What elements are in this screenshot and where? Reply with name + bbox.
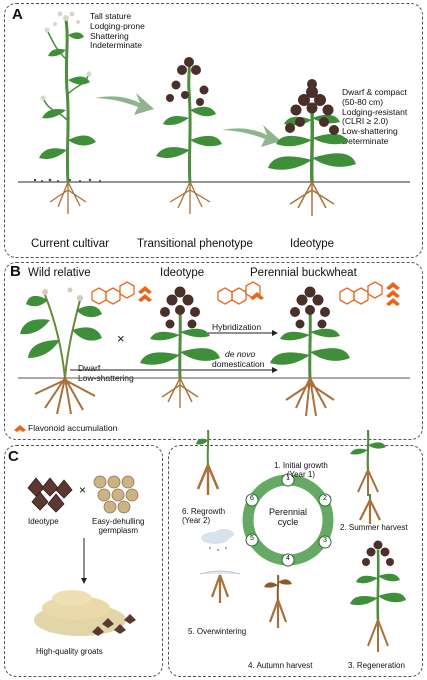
groats-pile — [34, 590, 136, 636]
legend-chevron-icon — [14, 425, 26, 432]
ideotype-seeds — [27, 477, 73, 513]
caption-ideotype-a: Ideotype — [289, 238, 335, 250]
panel-c — [4, 445, 163, 677]
cycle-plant-initial — [350, 429, 386, 496]
cycle-step-1: 1 — [286, 475, 290, 482]
legend-flavonoid-label: Flavonoid accumulation — [28, 423, 118, 433]
cycle-step-4: 4 — [286, 555, 290, 562]
dwarf-label: Dwarf — [78, 363, 101, 373]
ideotype-traits: Dwarf & compact (50-80 cm) Lodging-resis… — [342, 87, 408, 146]
flavonoid-molecule-icon — [217, 281, 261, 305]
cycle-plant-regrowth — [196, 429, 220, 495]
cycle-plant-summer — [359, 494, 381, 524]
wild-relative-plant — [20, 287, 102, 415]
cycle-step-5-label: 5. Overwintering — [188, 627, 247, 636]
cycle-step-5: 5 — [250, 535, 254, 542]
ideotype-plant-b — [140, 286, 220, 408]
flavonoid-molecule-icon — [91, 281, 135, 305]
easy-dehulling-seeds — [93, 475, 139, 514]
perennial-plant-b — [270, 286, 350, 417]
transitional-plant — [156, 57, 222, 214]
cycle-plant-autumn — [264, 574, 292, 628]
flavonoid-chevron-icon — [386, 282, 400, 306]
title-wild-relative: Wild relative — [28, 267, 91, 279]
cycle-step-2-label: 2. Summer harvest — [340, 523, 408, 532]
panel-a-tag: A — [12, 6, 23, 23]
cross-symbol-b: × — [117, 331, 125, 346]
arrow-a1 — [95, 93, 154, 115]
domestication-label: domestication — [212, 359, 265, 369]
caption-current-cultivar: Current cultivar — [31, 238, 109, 250]
cycle-plant-regeneration — [350, 540, 406, 652]
groats-label: High-quality groats — [36, 647, 103, 656]
cycle-step-6: 6 — [250, 495, 254, 502]
cycle-step-2: 2 — [323, 495, 327, 502]
flavonoid-chevron-icon — [250, 292, 264, 300]
current-cultivar-plant — [39, 11, 96, 214]
de-novo-label: de novo — [225, 349, 256, 359]
title-perennial: Perennial buckwheat — [250, 267, 357, 279]
caption-transitional: Transitional phenotype — [137, 238, 253, 250]
panel-c-tag: C — [8, 448, 19, 465]
hybridization-label: Hybridization — [212, 322, 262, 332]
ideotype-plant-a — [268, 79, 356, 216]
panel-a-illustration — [18, 11, 410, 216]
cycle-step-6-label: 6. Regrowth (Year 2) — [182, 507, 226, 525]
panel-c-ideotype: Ideotype — [28, 517, 59, 526]
cycle-plant-overwintering — [199, 529, 241, 603]
cycle-step-3-label: 3. Regeneration — [348, 661, 405, 670]
panel-c-cross: × — [79, 483, 87, 497]
cultivar-traits: Tall stature Lodging-prone Shattering In… — [90, 11, 145, 51]
easy-dehulling-label: Easy-dehulling germplasm — [92, 517, 145, 535]
cycle-step-markers — [245, 473, 332, 567]
flavonoid-chevron-icon — [138, 286, 152, 302]
cycle-step-4-label: 4. Autumn harvest — [248, 661, 313, 670]
panel-b-illustration — [14, 281, 410, 432]
panel-a — [4, 3, 423, 258]
cycle-step-3: 3 — [323, 537, 327, 544]
cycle-title: Perennial cycle — [268, 507, 308, 527]
flavonoid-molecule-icon — [339, 281, 383, 305]
panel-b — [4, 262, 423, 440]
title-ideotype-b: Ideotype — [160, 267, 205, 279]
arrow-a2 — [222, 125, 281, 147]
cycle-step-1-label: 1. Initial growth (Year 1) — [274, 461, 328, 479]
panel-cycle — [168, 445, 423, 677]
panel-b-tag: B — [10, 263, 21, 280]
